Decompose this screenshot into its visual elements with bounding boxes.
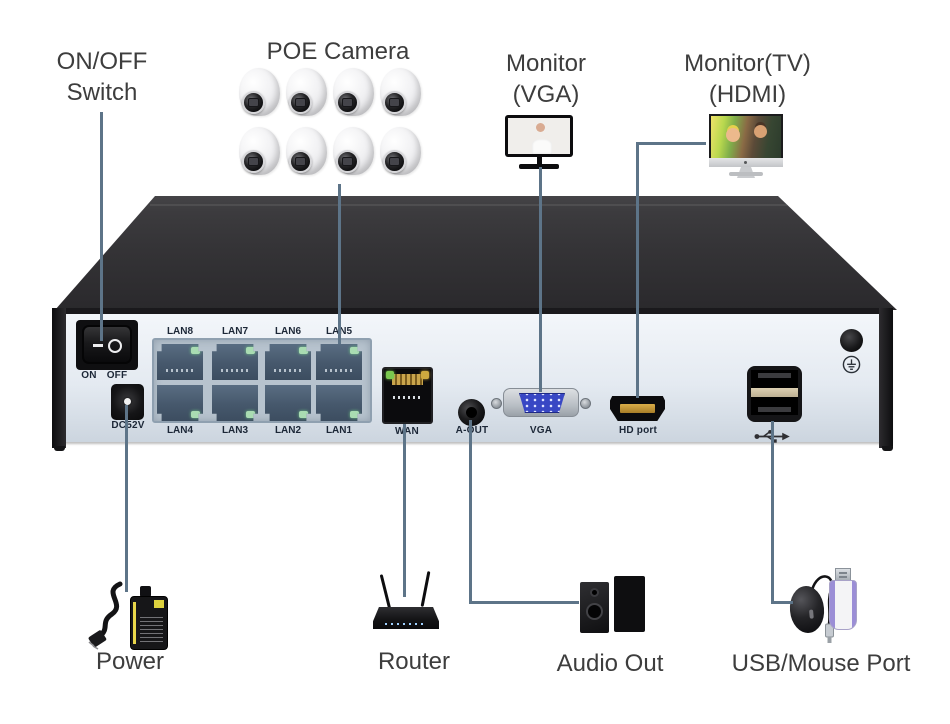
poe-camera-icon	[237, 125, 282, 179]
lan6-label: LAN6	[274, 326, 302, 337]
lan3-label: LAN3	[221, 425, 249, 436]
lan3-port	[212, 385, 258, 421]
label-power: Power	[95, 648, 165, 675]
chassis-right-wall	[879, 308, 893, 448]
label-audio-out: Audio Out	[556, 650, 664, 677]
poe-camera-icon	[284, 66, 329, 120]
audio-out-label: A-OUT	[446, 425, 498, 436]
poe-camera-icon	[331, 66, 376, 120]
label-usb-mouse-port: USB/Mouse Port	[731, 650, 911, 677]
callout-line: Monitor	[505, 50, 587, 77]
chassis-foot-right	[882, 446, 893, 451]
lan2-port	[265, 385, 311, 421]
lan7-port	[212, 344, 258, 380]
line-router	[403, 424, 406, 597]
line-hdmi-v	[636, 142, 639, 398]
line-audio-v	[469, 420, 472, 604]
lan4-port	[157, 385, 203, 421]
mouse-and-usb-icon	[786, 566, 870, 654]
callout-monitor-hdmi: Monitor(TV) (HDMI)	[650, 48, 845, 110]
callout-line: Monitor(TV)	[684, 50, 811, 77]
line-usb-h	[771, 601, 793, 604]
dc-center-pin	[124, 398, 131, 405]
switch-off-label: OFF	[106, 370, 128, 381]
chassis-left-wall	[52, 308, 66, 448]
switch-off-mark	[108, 339, 122, 353]
callout-on-off-switch: ON/OFF Switch	[32, 46, 172, 108]
line-vga	[539, 167, 542, 392]
lan7-label: LAN7	[221, 326, 249, 337]
vga-connector-insert	[519, 393, 565, 413]
router-icon	[370, 566, 442, 630]
usb-port-top	[751, 370, 798, 388]
lan4-label: LAN4	[166, 425, 194, 436]
ground-icon	[842, 355, 861, 374]
poe-camera-icon	[331, 125, 376, 179]
lan8-label: LAN8	[166, 326, 194, 337]
callout-line: Switch	[66, 79, 138, 106]
rocker-switch	[82, 325, 132, 364]
chassis-foot-left	[54, 446, 65, 451]
power-adapter-icon	[88, 572, 170, 654]
lan6-port	[265, 344, 311, 380]
wan-port	[382, 367, 433, 424]
poe-camera-group	[237, 66, 423, 181]
switch-on-mark	[93, 344, 103, 347]
usb-divider	[751, 388, 798, 397]
hdmi-label: HD port	[618, 425, 658, 436]
nvr-chassis-top	[55, 196, 897, 310]
lan8-port	[157, 344, 203, 380]
usb-ports	[747, 366, 802, 422]
lan1-port	[316, 385, 362, 421]
lan2-label: LAN2	[274, 425, 302, 436]
chassis-bevel-line	[150, 204, 787, 206]
poe-camera-icon	[378, 125, 423, 179]
callout-line: (HDMI)	[708, 81, 787, 108]
line-hdmi-h	[636, 142, 706, 145]
case-screw	[840, 329, 863, 352]
callout-monitor-vga: Monitor (VGA)	[476, 48, 616, 110]
hdmi-connector-tongue	[620, 404, 655, 413]
callout-line: ON/OFF	[56, 48, 148, 75]
line-power	[125, 405, 128, 592]
dc-plug	[140, 586, 151, 597]
hdmi-monitor-icon	[709, 114, 785, 178]
vga-label: VGA	[529, 425, 553, 436]
power-cord	[88, 581, 123, 650]
poe-camera-icon	[378, 66, 423, 120]
poe-camera-icon	[284, 125, 329, 179]
vga-screw-right	[580, 398, 591, 409]
speakers-icon	[578, 576, 648, 634]
usb-flash-drive-icon	[828, 568, 858, 632]
callout-line: (VGA)	[512, 81, 580, 108]
callout-poe-camera: POE Camera	[266, 38, 410, 65]
line-audio-h	[469, 601, 579, 604]
dc-label: DC52V	[111, 420, 145, 431]
line-poe	[338, 184, 341, 344]
vga-monitor-icon	[505, 115, 575, 169]
lan1-label: LAN1	[325, 425, 353, 436]
line-usb-v	[771, 421, 774, 604]
vga-screw-left	[491, 398, 502, 409]
power-switch	[76, 320, 138, 370]
lan5-port	[316, 344, 362, 380]
usb-port-bottom	[751, 397, 798, 415]
switch-on-label: ON	[81, 370, 97, 381]
vga-port	[503, 388, 579, 417]
line-switch	[100, 112, 103, 341]
poe-camera-icon	[237, 66, 282, 120]
power-brick	[130, 596, 168, 650]
label-router: Router	[377, 648, 451, 675]
wan-label: WAN	[395, 426, 419, 437]
hdmi-port	[610, 396, 665, 421]
